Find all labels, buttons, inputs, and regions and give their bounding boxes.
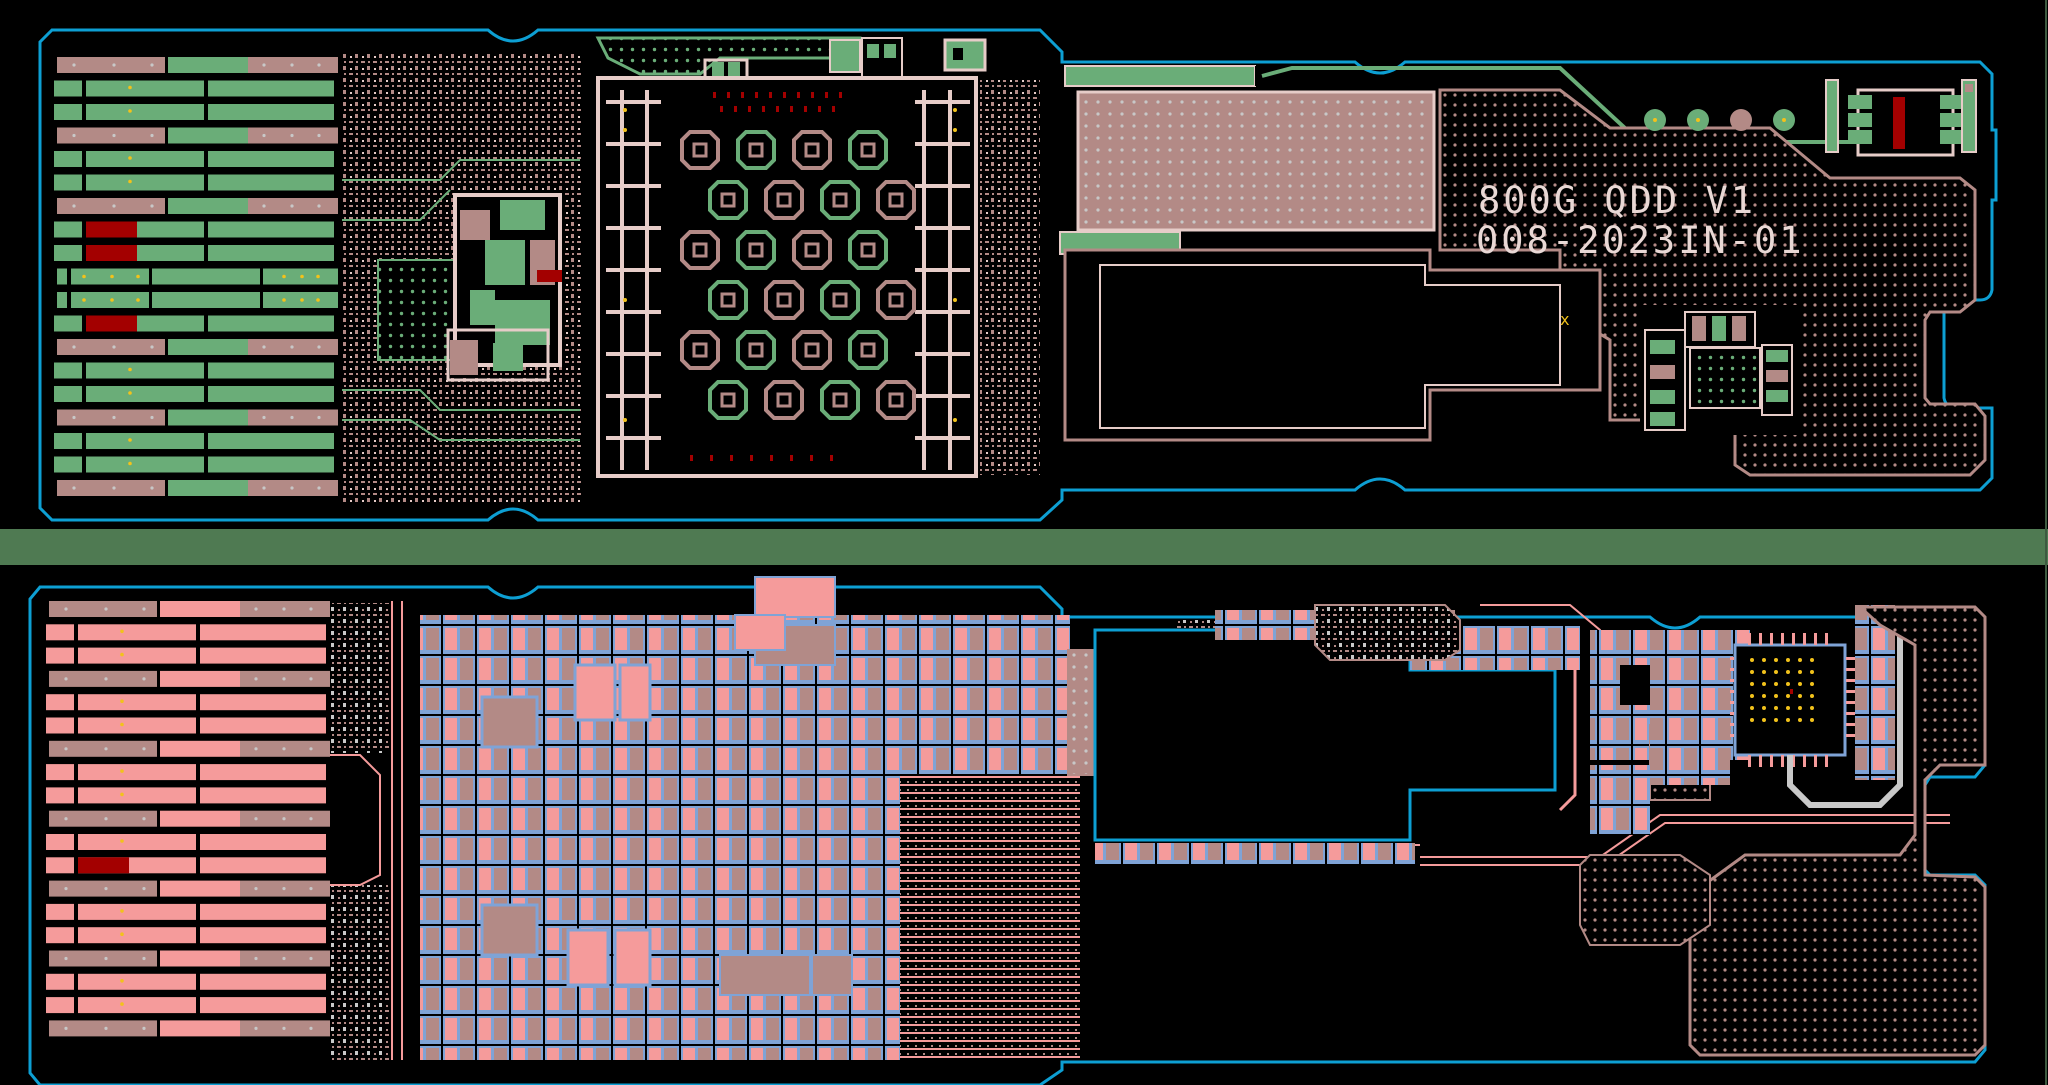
edge-finger xyxy=(46,787,326,804)
edge-finger xyxy=(54,80,334,97)
qfn-chip[interactable] xyxy=(1722,633,1858,767)
top-components xyxy=(703,37,987,82)
edge-finger xyxy=(54,386,334,402)
board-outline xyxy=(28,585,1987,1085)
power-components xyxy=(480,576,853,996)
edge-finger xyxy=(46,694,326,711)
keepout-pad xyxy=(537,270,562,282)
edge-finger xyxy=(46,834,326,850)
edge-finger xyxy=(46,717,326,734)
edge-finger xyxy=(57,57,338,73)
edge-finger xyxy=(57,127,338,144)
bga-footprint xyxy=(596,76,978,478)
edge-finger xyxy=(54,456,334,473)
edge-finger xyxy=(57,198,338,214)
ground-pour-right xyxy=(1438,88,1987,477)
edge-finger xyxy=(54,174,334,191)
component-column xyxy=(1650,635,1730,785)
trace-field xyxy=(900,775,1080,1060)
edge-finger xyxy=(46,764,326,781)
fiducial-mark: x xyxy=(1560,310,1570,329)
component-cluster xyxy=(1590,765,1650,835)
component-row xyxy=(1095,843,1415,865)
copper-pour xyxy=(1314,604,1461,661)
board-cutout xyxy=(1099,264,1561,429)
edge-finger xyxy=(49,880,330,897)
component-field xyxy=(900,615,1070,775)
ground-pour xyxy=(1579,854,1711,946)
edge-finger xyxy=(46,997,326,1014)
edge-finger xyxy=(54,315,334,332)
edge-finger xyxy=(49,950,330,967)
edge-finger xyxy=(54,221,334,238)
shield-pad xyxy=(1076,90,1436,232)
edge-finger xyxy=(46,973,326,990)
top-layer-board[interactable]: x xyxy=(0,0,2048,529)
silkscreen-line-1: 800G QDD V1 xyxy=(1478,179,1757,222)
copper-pour xyxy=(330,603,390,753)
edge-finger xyxy=(57,480,338,496)
edge-finger xyxy=(57,409,338,426)
component-column xyxy=(1855,605,1895,780)
edge-finger xyxy=(49,1020,330,1037)
silkscreen-line-2: 008-2023IN-01 xyxy=(1476,219,1805,262)
edge-finger xyxy=(54,433,334,449)
component-cluster xyxy=(342,159,580,441)
edge-finger xyxy=(54,245,334,261)
shield-trace xyxy=(1787,625,1903,808)
edge-finger xyxy=(57,268,338,285)
test-points xyxy=(1644,109,1795,131)
soic-component[interactable] xyxy=(1825,79,1977,157)
edge-finger xyxy=(57,339,338,355)
ground-pour-right xyxy=(1688,605,1987,1057)
edge-finger xyxy=(49,670,330,687)
edge-finger xyxy=(46,647,326,664)
edge-finger xyxy=(46,857,326,874)
keepout-bar xyxy=(1893,97,1905,149)
edge-finger xyxy=(54,151,334,167)
edge-finger xyxy=(49,601,330,617)
bottom-layer-board[interactable] xyxy=(0,565,2048,1085)
fanout-region xyxy=(980,80,1040,475)
viewport-border xyxy=(2045,0,2047,1085)
right-component-cluster xyxy=(1640,305,1800,435)
edge-finger xyxy=(46,903,326,920)
edge-connector-fingers xyxy=(46,601,330,1037)
copper-pour xyxy=(330,885,390,1060)
edge-finger xyxy=(49,810,330,827)
layer-separator xyxy=(0,529,2048,565)
edge-finger xyxy=(46,624,326,641)
edge-finger xyxy=(46,927,326,944)
edge-finger xyxy=(57,292,338,308)
edge-finger xyxy=(54,104,334,120)
edge-finger xyxy=(49,740,330,757)
edge-connector-fingers xyxy=(54,57,338,496)
edge-finger xyxy=(54,362,334,379)
